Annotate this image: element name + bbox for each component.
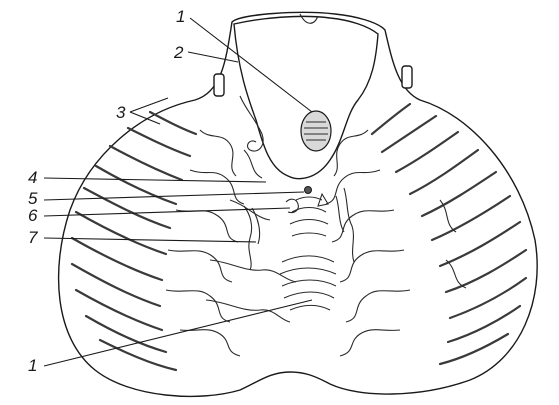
label-3: 3 [116, 103, 126, 122]
label-6: 6 [28, 206, 38, 225]
leader-3a [130, 98, 168, 112]
label-1-top: 1 [176, 7, 185, 26]
label-4: 4 [28, 168, 37, 187]
oval-nucleus [301, 111, 331, 151]
label-2: 2 [173, 43, 184, 62]
label-1-bottom: 1 [28, 356, 37, 375]
label-7: 7 [28, 228, 38, 247]
